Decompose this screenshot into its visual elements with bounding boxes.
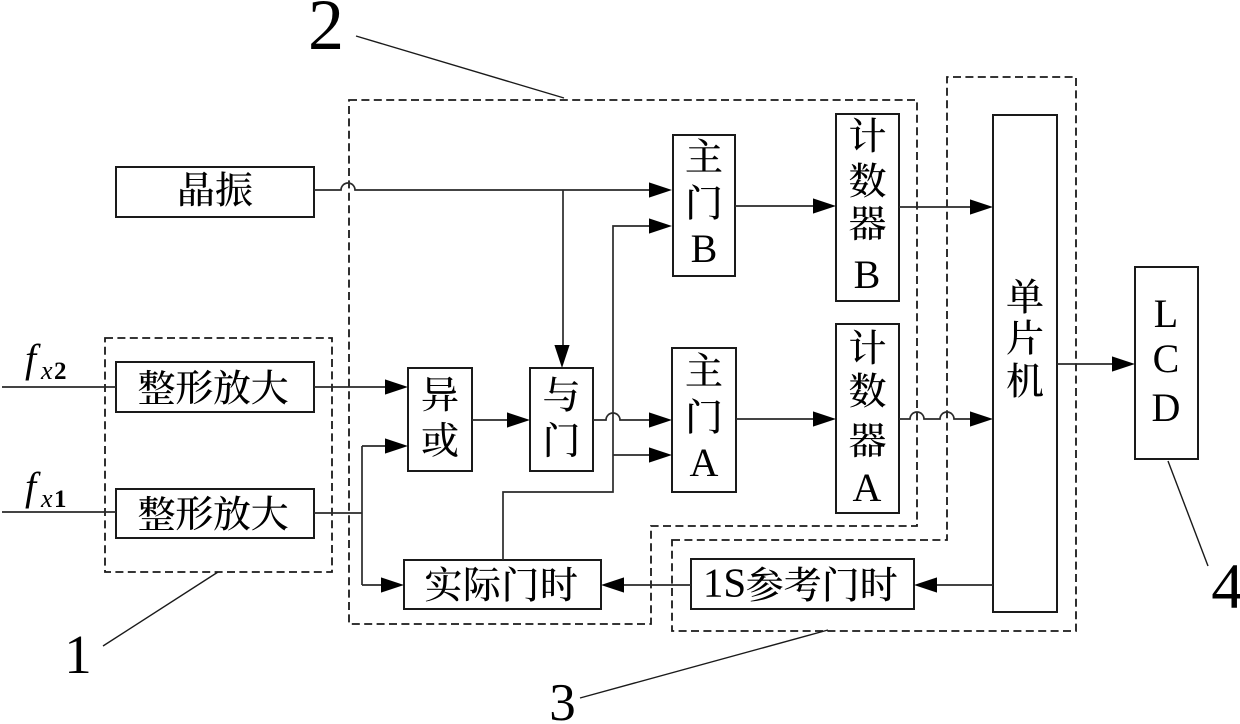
svg-text:1: 1 <box>54 486 67 513</box>
svg-text:1: 1 <box>64 624 92 685</box>
svg-text:2: 2 <box>54 358 67 385</box>
svg-text:3: 3 <box>549 674 576 724</box>
svg-text:x: x <box>40 356 53 385</box>
svg-text:D: D <box>1152 385 1181 430</box>
svg-text:L: L <box>1154 291 1178 336</box>
svg-text:B: B <box>854 252 881 297</box>
svg-text:4: 4 <box>1211 551 1240 623</box>
svg-text:A: A <box>853 465 882 510</box>
svg-text:x: x <box>40 484 53 513</box>
svg-text:C: C <box>1153 336 1180 381</box>
svg-text:1S: 1S <box>703 560 746 606</box>
svg-text:2: 2 <box>308 0 344 65</box>
svg-text:B: B <box>691 226 718 271</box>
svg-text:A: A <box>690 440 719 485</box>
